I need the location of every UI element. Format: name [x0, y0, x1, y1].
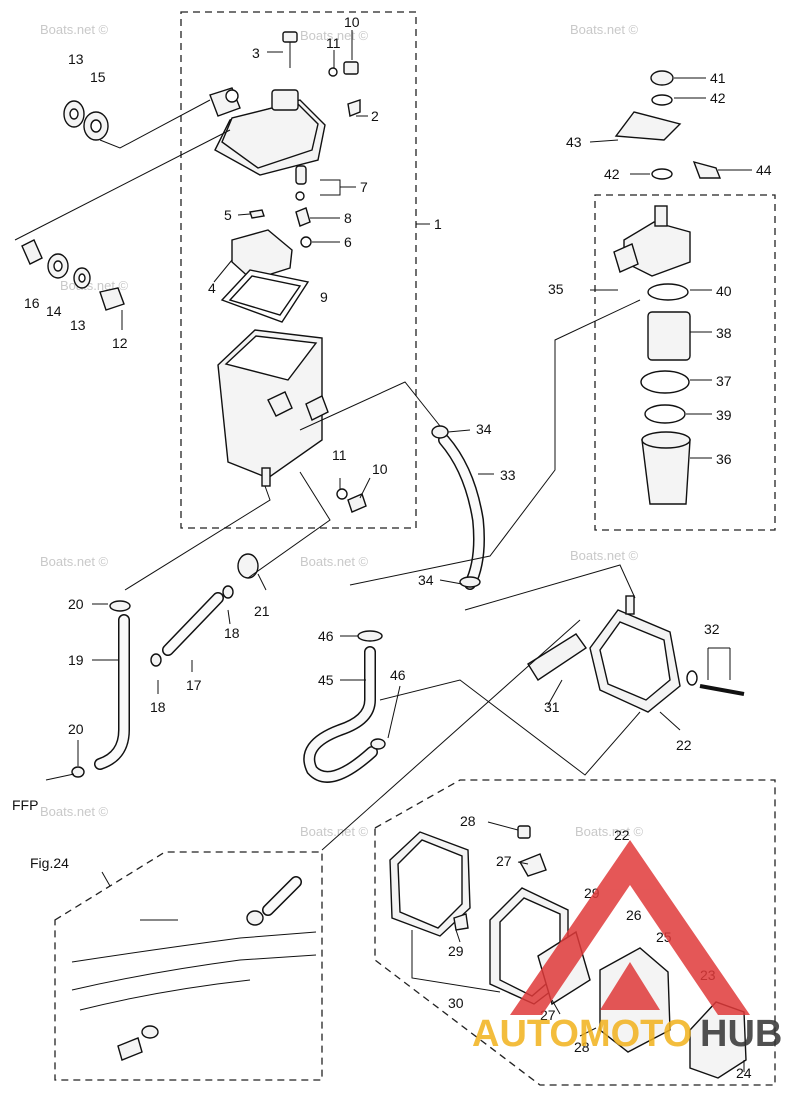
- callout-27: 27: [496, 853, 512, 869]
- callout-31: 31: [544, 699, 560, 715]
- fig24-engine-sketch: [71, 910, 317, 1061]
- callout-20: 20: [68, 596, 84, 612]
- callout-21: 21: [254, 603, 270, 619]
- callout-17: 17: [186, 677, 202, 693]
- callout-6: 6: [344, 234, 352, 250]
- callout-13: 13: [70, 317, 86, 333]
- fuel-pump-exploded: [389, 825, 747, 1079]
- logo-triangle-outer: [510, 840, 750, 1015]
- callout-42: 42: [710, 90, 726, 106]
- callout-12: 12: [112, 335, 128, 351]
- logo-triangle-inner: [600, 962, 660, 1010]
- callout-16: 16: [24, 295, 40, 311]
- left-fittings: [21, 100, 125, 311]
- callout-8: 8: [344, 210, 352, 226]
- fuel-pump: [527, 595, 745, 713]
- watermark: Boats.net ©: [40, 22, 109, 37]
- callout-18: 18: [224, 625, 240, 641]
- fig24-box: [54, 851, 323, 1081]
- callout-32: 32: [704, 621, 720, 637]
- callout-40: 40: [716, 283, 732, 299]
- automotohub-logo: AUTOMOTO HUB: [472, 840, 782, 1055]
- watermark: Boats.net ©: [40, 554, 109, 569]
- callout-28: 28: [460, 813, 476, 829]
- callout-19: 19: [68, 652, 84, 668]
- watermark-group: Boats.net © Boats.net © Boats.net © Boat…: [40, 22, 644, 839]
- callout-37: 37: [716, 373, 732, 389]
- callout-35: 35: [548, 281, 564, 297]
- callout-11: 11: [332, 447, 347, 463]
- callout-3: 3: [252, 45, 260, 61]
- logo-text-automoto: AUTOMOTO: [472, 1013, 692, 1055]
- fuel-tank-assembly-box: [180, 11, 417, 529]
- callout-4: 4: [208, 280, 216, 296]
- fuel-filter-box: [594, 194, 776, 531]
- fuel-hoses: [71, 425, 485, 916]
- callout-26: 26: [626, 907, 642, 923]
- callout-2: 2: [371, 108, 379, 124]
- callout-22: 22: [614, 827, 630, 843]
- callout-30: 30: [448, 995, 464, 1011]
- callout-20: 20: [68, 721, 84, 737]
- callout-29: 29: [448, 943, 464, 959]
- leader-lines: [14, 30, 752, 1072]
- logo-text-hub: HUB: [700, 1013, 782, 1055]
- callout-34: 34: [476, 421, 492, 437]
- callout-46: 46: [318, 628, 334, 644]
- watermark: Boats.net ©: [570, 548, 639, 563]
- callout-41: 41: [710, 70, 726, 86]
- watermark: Boats.net ©: [570, 22, 639, 37]
- callout-42: 42: [604, 166, 620, 182]
- watermark: Boats.net ©: [300, 28, 369, 43]
- callout-36: 36: [716, 451, 732, 467]
- callout-13: 13: [68, 51, 84, 67]
- callout-10: 10: [372, 461, 388, 477]
- watermark: Boats.net ©: [300, 554, 369, 569]
- callout-46: 46: [390, 667, 406, 683]
- watermark: Boats.net ©: [575, 824, 644, 839]
- callout-39: 39: [716, 407, 732, 423]
- callout-22: 22: [676, 737, 692, 753]
- callout-28: 28: [574, 1039, 590, 1055]
- callout-44: 44: [756, 162, 772, 178]
- watermark: Boats.net ©: [40, 804, 109, 819]
- callout-15: 15: [90, 69, 106, 85]
- fuel-filter-assembly: [613, 70, 722, 505]
- callout-9: 9: [320, 289, 328, 305]
- fuel-pump-detail-box: [374, 779, 776, 1086]
- callout-1: 1: [434, 216, 442, 232]
- callout-38: 38: [716, 325, 732, 341]
- callout-14: 14: [46, 303, 62, 319]
- ffp-label: FFP: [12, 797, 38, 813]
- callout-11: 11: [326, 35, 341, 51]
- callout-10: 10: [344, 14, 360, 30]
- callout-7: 7: [360, 179, 368, 195]
- callout-24: 24: [736, 1065, 752, 1081]
- callout-5: 5: [224, 207, 232, 223]
- part-labels: 3 10 11 2 7 5 8 6 1 4 9 13 15 16 14 13 1…: [12, 14, 772, 1081]
- vapor-separator-tank: [209, 31, 367, 513]
- fig24-label: Fig.24: [30, 855, 69, 871]
- callout-45: 45: [318, 672, 334, 688]
- callout-33: 33: [500, 467, 516, 483]
- callout-18: 18: [150, 699, 166, 715]
- watermark: Boats.net ©: [300, 824, 369, 839]
- callout-43: 43: [566, 134, 582, 150]
- callout-34: 34: [418, 572, 434, 588]
